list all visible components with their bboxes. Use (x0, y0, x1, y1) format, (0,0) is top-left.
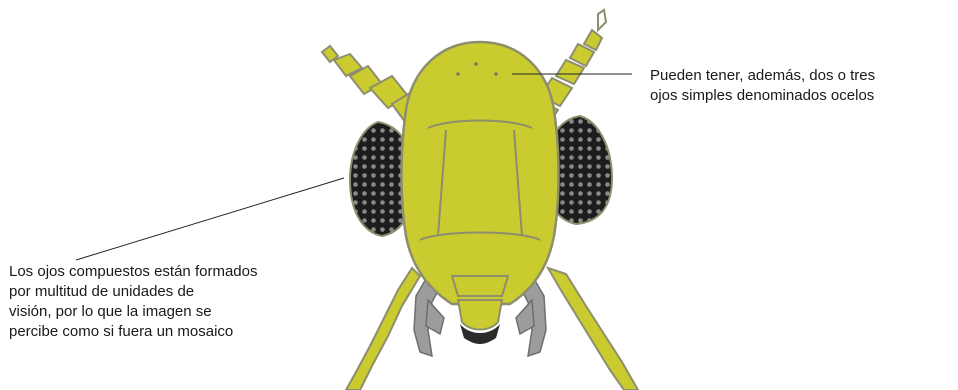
right-leg (548, 268, 638, 390)
labrum (458, 300, 502, 330)
ocelli-annotation-line-1: Pueden tener, además, dos o tres (650, 66, 875, 86)
compound-eye-annotation-line-4: percibe como si fuera un mosaico (9, 322, 257, 342)
compound-eye-annotation-line-1: Los ojos compuestos están formados (9, 262, 257, 282)
compound-eye-annotation-line-2: por multitud de unidades de (9, 282, 257, 302)
compound-eye-annotation: Los ojos compuestos están formados por m… (9, 262, 257, 342)
left-leg (346, 268, 420, 390)
ocelli-annotation-line-2: ojos simples denominados ocelos (650, 86, 875, 106)
ocelli-annotation: Pueden tener, además, dos o tres ojos si… (650, 66, 875, 106)
compound-eye-leader-line (76, 178, 344, 260)
compound-eye-annotation-line-3: visión, por lo que la imagen se (9, 302, 257, 322)
